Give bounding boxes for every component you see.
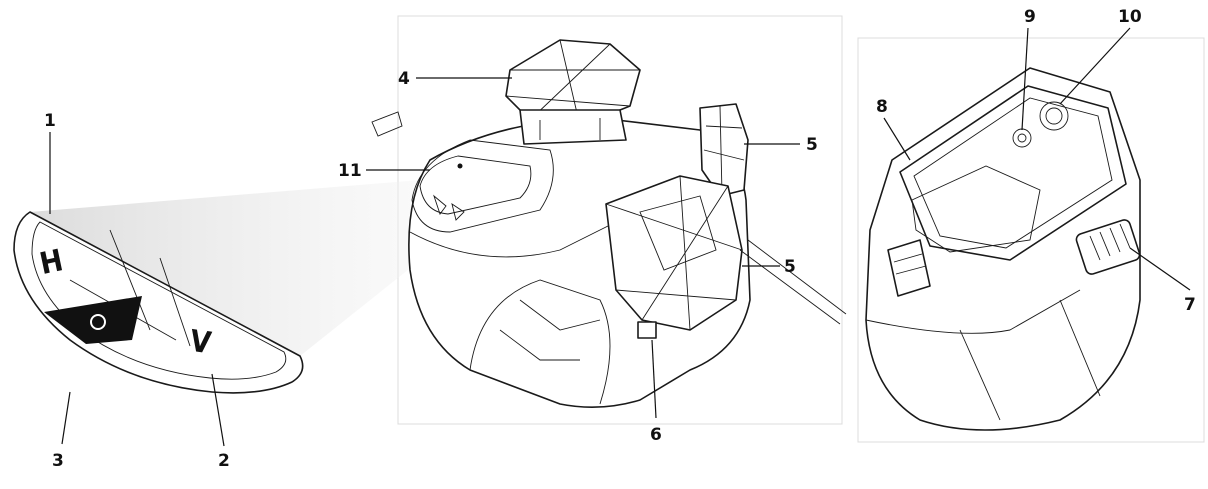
callout-6: 6	[650, 425, 662, 445]
right-view-frame	[857, 37, 1205, 443]
keypad-area	[419, 155, 532, 215]
callout-4: 4	[398, 69, 410, 89]
large-thread-mount	[1039, 101, 1069, 131]
front-laser-window	[605, 175, 743, 331]
callout-2: 2	[218, 451, 230, 471]
callout-1: 1	[44, 111, 56, 131]
callout-10: 10	[1118, 7, 1142, 27]
top-laser-window	[505, 39, 641, 145]
keypad-closeup: H V	[13, 211, 304, 394]
callout-7: 7	[1184, 295, 1196, 315]
indicator-light	[457, 163, 463, 169]
laser-level-bottom-view	[865, 67, 1141, 431]
callout-3: 3	[52, 451, 64, 471]
laser-level-front-view	[371, 39, 847, 408]
callout-8: 8	[876, 97, 888, 117]
fine-adjust-wheel[interactable]	[1075, 218, 1141, 275]
hammer-icon	[112, 302, 122, 308]
zoom-beam	[30, 180, 438, 356]
callout-5-lower: 5	[784, 257, 796, 277]
battery-cover-latch[interactable]	[887, 239, 931, 297]
callout-9: 9	[1024, 7, 1036, 27]
side-laser-window-upper	[699, 103, 749, 197]
battery-latch[interactable]	[637, 321, 657, 339]
power-icon	[90, 314, 106, 330]
callout-5-upper: 5	[806, 135, 818, 155]
callout-11: 11	[338, 161, 362, 181]
v-key-label[interactable]: V	[188, 324, 214, 362]
